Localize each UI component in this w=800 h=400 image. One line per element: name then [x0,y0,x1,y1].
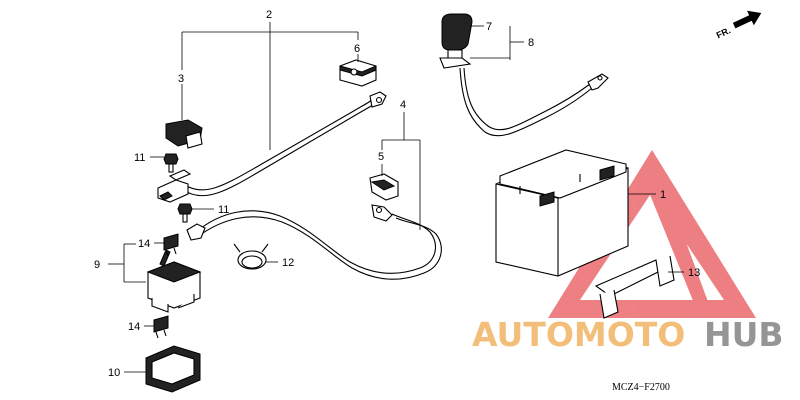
callout-4: 4 [400,99,406,111]
bolt-part-11-lower [177,203,193,223]
callout-labels: 2 3 6 7 8 4 5 11 11 14 9 12 14 10 1 13 [94,9,700,379]
callout-2: 2 [266,9,272,21]
callout-13: 13 [688,267,700,279]
callout-leaders [108,22,684,373]
terminal-connector [157,169,192,203]
front-arrow-icon [732,10,762,29]
watermark-logo-triangle [548,150,756,318]
front-label: FR. [715,25,732,40]
watermark-brand-text: AUTOMOTO HUB [472,315,784,354]
callout-10: 10 [108,367,120,379]
relay-cover-part-10 [145,345,201,393]
terminal-cover-part-7 [439,13,473,69]
fuse-part-14-upper [163,233,179,257]
callout-12: 12 [282,257,294,269]
callout-11-lower: 11 [218,204,229,216]
callout-5: 5 [378,151,384,163]
callout-6: 6 [354,43,360,55]
fuse-part-14-lower [153,315,169,339]
bolt-part-11-upper [163,153,179,173]
main-battery-cable [182,91,387,197]
terminal-cover-part-5 [369,173,399,201]
battery-lead-cable [186,204,442,280]
callout-7: 7 [486,21,492,33]
callout-8: 8 [528,37,534,49]
terminal-cover-part-3 [165,119,203,149]
cable-clamp-part-12 [233,243,269,270]
callout-9: 9 [94,259,100,271]
front-direction-marker: FR. [715,10,762,40]
callout-1: 1 [660,189,666,201]
callout-3: 3 [178,73,184,85]
negative-cable [459,67,609,137]
battery-band-part-13 [594,255,675,319]
battery-part-1 [495,149,629,277]
watermark-brand-part2: HUB [704,315,784,354]
starter-relay-part-9 [146,249,202,313]
callout-14-upper: 14 [138,238,150,250]
callout-14-lower: 14 [128,321,140,333]
terminal-bolt-part-6 [339,59,377,87]
callout-11-upper: 11 [134,152,145,164]
watermark-brand-part1: AUTOMOTO [472,315,685,354]
figure-code: MCZ4−F2700 [612,382,670,393]
